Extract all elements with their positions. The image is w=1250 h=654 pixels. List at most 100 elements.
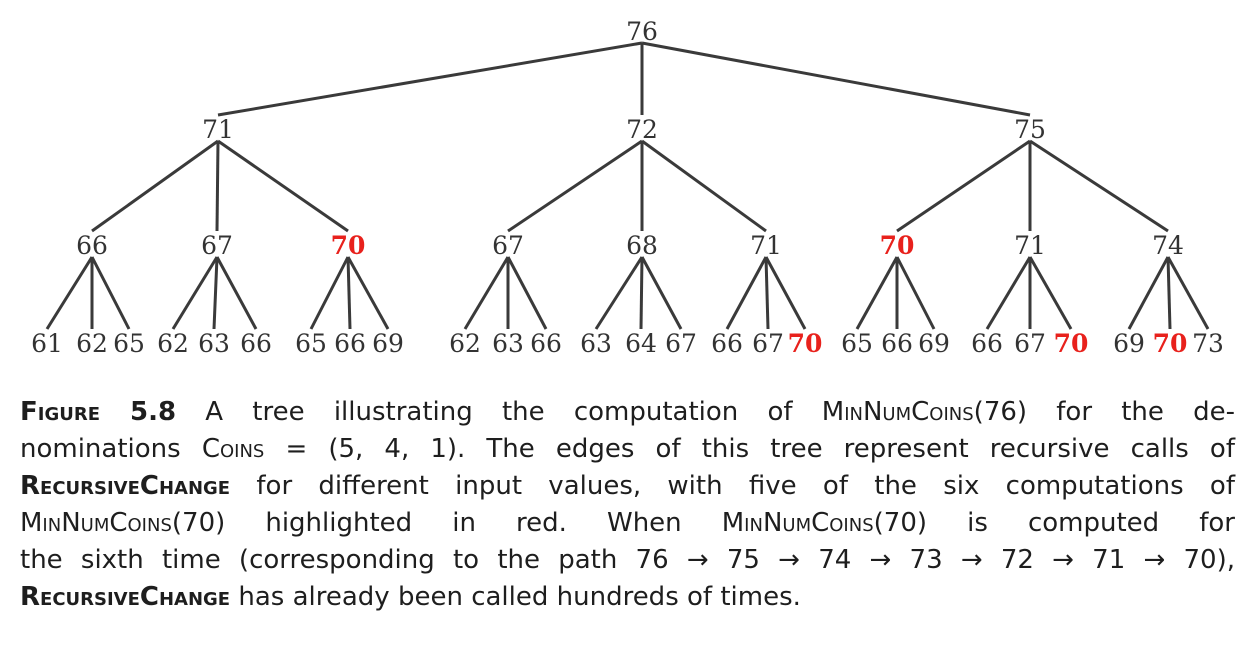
tree-edge: [45, 256, 94, 330]
caption-text: (76): [973, 397, 1028, 427]
tree-node-highlighted: 70: [1054, 329, 1089, 358]
caption-line-3: RecursiveChange for different input valu…: [20, 468, 1235, 505]
tree-node: 66: [76, 231, 108, 260]
tree-edge: [217, 139, 349, 233]
tree-node: 72: [626, 115, 658, 144]
tree-edge: [985, 256, 1032, 330]
tree-edge: [641, 41, 1031, 117]
tree-node-highlighted: 70: [1153, 329, 1188, 358]
tree-node: 66: [711, 329, 743, 358]
caption-text: has already been called hundreds of time…: [230, 582, 801, 612]
tree-node: 63: [198, 329, 230, 358]
tree-edge: [346, 256, 390, 330]
caption-text: highlighted in red. When: [225, 508, 722, 538]
tree-edge: [640, 256, 683, 330]
tree-edge: [171, 256, 219, 330]
tree-edge: [1028, 256, 1073, 330]
tree-node: 74: [1152, 231, 1184, 260]
tree-node: 65: [295, 329, 327, 358]
tree-node: 71: [750, 231, 782, 260]
tree-node: 68: [626, 231, 658, 260]
tree-node: 67: [201, 231, 233, 260]
tree-edge: [896, 139, 1031, 233]
function-name-minnumcoins: MinNumCoins: [721, 508, 874, 538]
tree-node-highlighted: 70: [788, 329, 823, 358]
tree-edge: [91, 139, 219, 233]
tree-node: 71: [202, 115, 234, 144]
tree-node-highlighted: 70: [331, 231, 366, 260]
tree-edges: [45, 41, 1210, 330]
caption-text: = (5, 4, 1). The edges of this tree repr…: [264, 434, 1235, 464]
tree-edge: [212, 256, 219, 330]
tree-edge: [215, 256, 258, 330]
tree-node: 65: [113, 329, 145, 358]
caption-text: for different input values, with five of…: [230, 471, 1235, 501]
tree-node: 73: [1192, 329, 1224, 358]
tree-edge: [1166, 256, 1172, 330]
tree-node: 67: [752, 329, 784, 358]
caption-line-6: RecursiveChange has already been called …: [20, 579, 1235, 616]
tree-node: 61: [31, 329, 63, 358]
tree-edge: [507, 139, 643, 233]
tree-node-highlighted: 70: [880, 231, 915, 260]
tree-node: 62: [157, 329, 189, 358]
function-name-minnumcoins: MinNumCoins: [20, 508, 172, 538]
tree-node: 66: [530, 329, 562, 358]
coins-name: Coins: [201, 434, 265, 464]
tree-node: 65: [841, 329, 873, 358]
tree-edge: [463, 256, 510, 330]
tree-edge: [90, 256, 131, 330]
tree-node: 66: [881, 329, 913, 358]
tree-edge: [1029, 139, 1169, 233]
caption-text: (70): [873, 508, 928, 538]
tree-node: 62: [76, 329, 108, 358]
tree-node: 64: [625, 329, 657, 358]
tree-edge: [346, 256, 352, 330]
caption-text: for the de-: [1027, 397, 1235, 427]
tree-node: 76: [626, 17, 658, 46]
tree-node: 69: [372, 329, 404, 358]
tree-node: 66: [334, 329, 366, 358]
tree-node: 67: [492, 231, 524, 260]
tree-edge: [895, 256, 936, 330]
tree-node: 75: [1014, 115, 1046, 144]
tree-edge: [639, 256, 644, 330]
tree-edge: [309, 256, 350, 330]
caption-line-5: the sixth time (corresponding to the pat…: [20, 542, 1235, 579]
function-name-recursivechange: RecursiveChange: [20, 471, 231, 501]
caption-line-2: nominations Coins = (5, 4, 1). The edges…: [20, 431, 1235, 468]
tree-node: 67: [665, 329, 697, 358]
function-name-recursivechange: RecursiveChange: [20, 582, 231, 612]
tree-node: 66: [240, 329, 272, 358]
tree-edge: [217, 41, 643, 117]
function-name-minnumcoins: MinNumCoins: [821, 397, 974, 427]
tree-edge: [1127, 256, 1170, 330]
tree-edge: [725, 256, 768, 330]
tree-edge: [1166, 256, 1210, 330]
tree-edge: [764, 256, 770, 330]
tree-node: 69: [918, 329, 950, 358]
tree-edge: [594, 256, 644, 330]
caption-text: is computed for: [927, 508, 1235, 538]
caption-text: nominations: [20, 434, 202, 464]
caption-text: (70): [171, 508, 226, 538]
caption-text: A tree illustrating the computation of: [205, 397, 822, 427]
tree-node: 69: [1113, 329, 1145, 358]
tree-edge: [506, 256, 548, 330]
caption-line-4: MinNumCoins(70) highlighted in red. When…: [20, 505, 1235, 542]
tree-node: 63: [580, 329, 612, 358]
caption-text: the sixth time (corresponding to the pat…: [20, 545, 1235, 575]
tree-node: 63: [492, 329, 524, 358]
tree-node: 66: [971, 329, 1003, 358]
figure-caption: Figure 5.8 A tree illustrating the compu…: [20, 394, 1235, 616]
tree-node: 71: [1014, 231, 1046, 260]
tree-edge: [764, 256, 807, 330]
tree-node: 67: [1014, 329, 1046, 358]
figure-label: Figure 5.8: [20, 397, 177, 427]
tree-edge: [641, 139, 767, 233]
caption-line-1: Figure 5.8 A tree illustrating the compu…: [20, 394, 1235, 431]
tree-edge: [855, 256, 899, 330]
tree-node: 62: [449, 329, 481, 358]
